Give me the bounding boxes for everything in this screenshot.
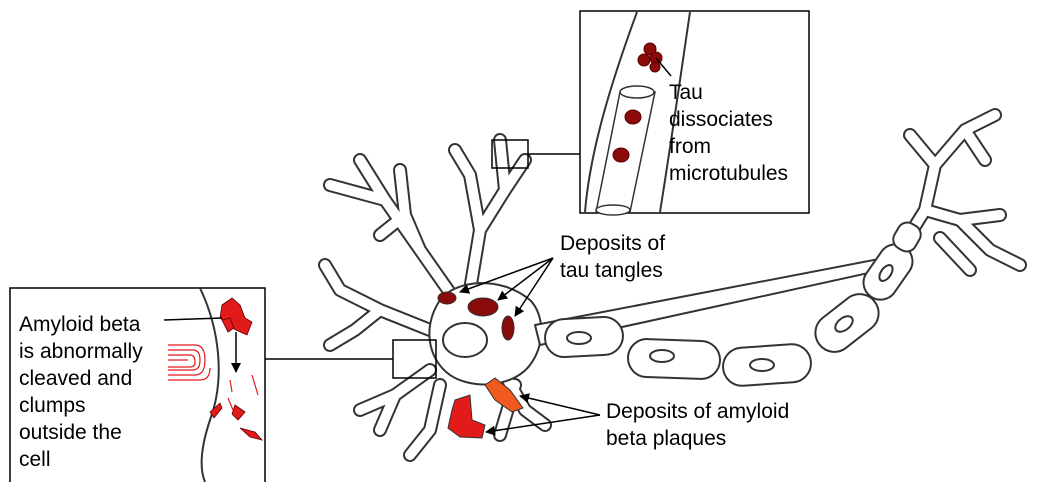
amyloid-plaques-label: Deposits of amyloid beta plaques [606,400,795,450]
node-of-ranvier [650,350,674,362]
node-of-ranvier [567,332,591,344]
tau-tangle [468,298,498,316]
amyloid-inset: Amyloid beta is abnormally cleaved and c… [10,288,265,482]
amyloid-plaque [448,395,485,438]
nucleus [443,323,487,357]
myelin-sheath [627,338,720,379]
tau-tangles-label: Deposits of tau tangles [560,232,671,282]
node-of-ranvier [750,359,774,371]
tau-tangle [438,292,456,304]
tau-tangles-arrow [498,258,553,300]
tau-tangle [502,316,514,340]
tau-inset: Tau dissociates from microtubules [580,11,809,215]
